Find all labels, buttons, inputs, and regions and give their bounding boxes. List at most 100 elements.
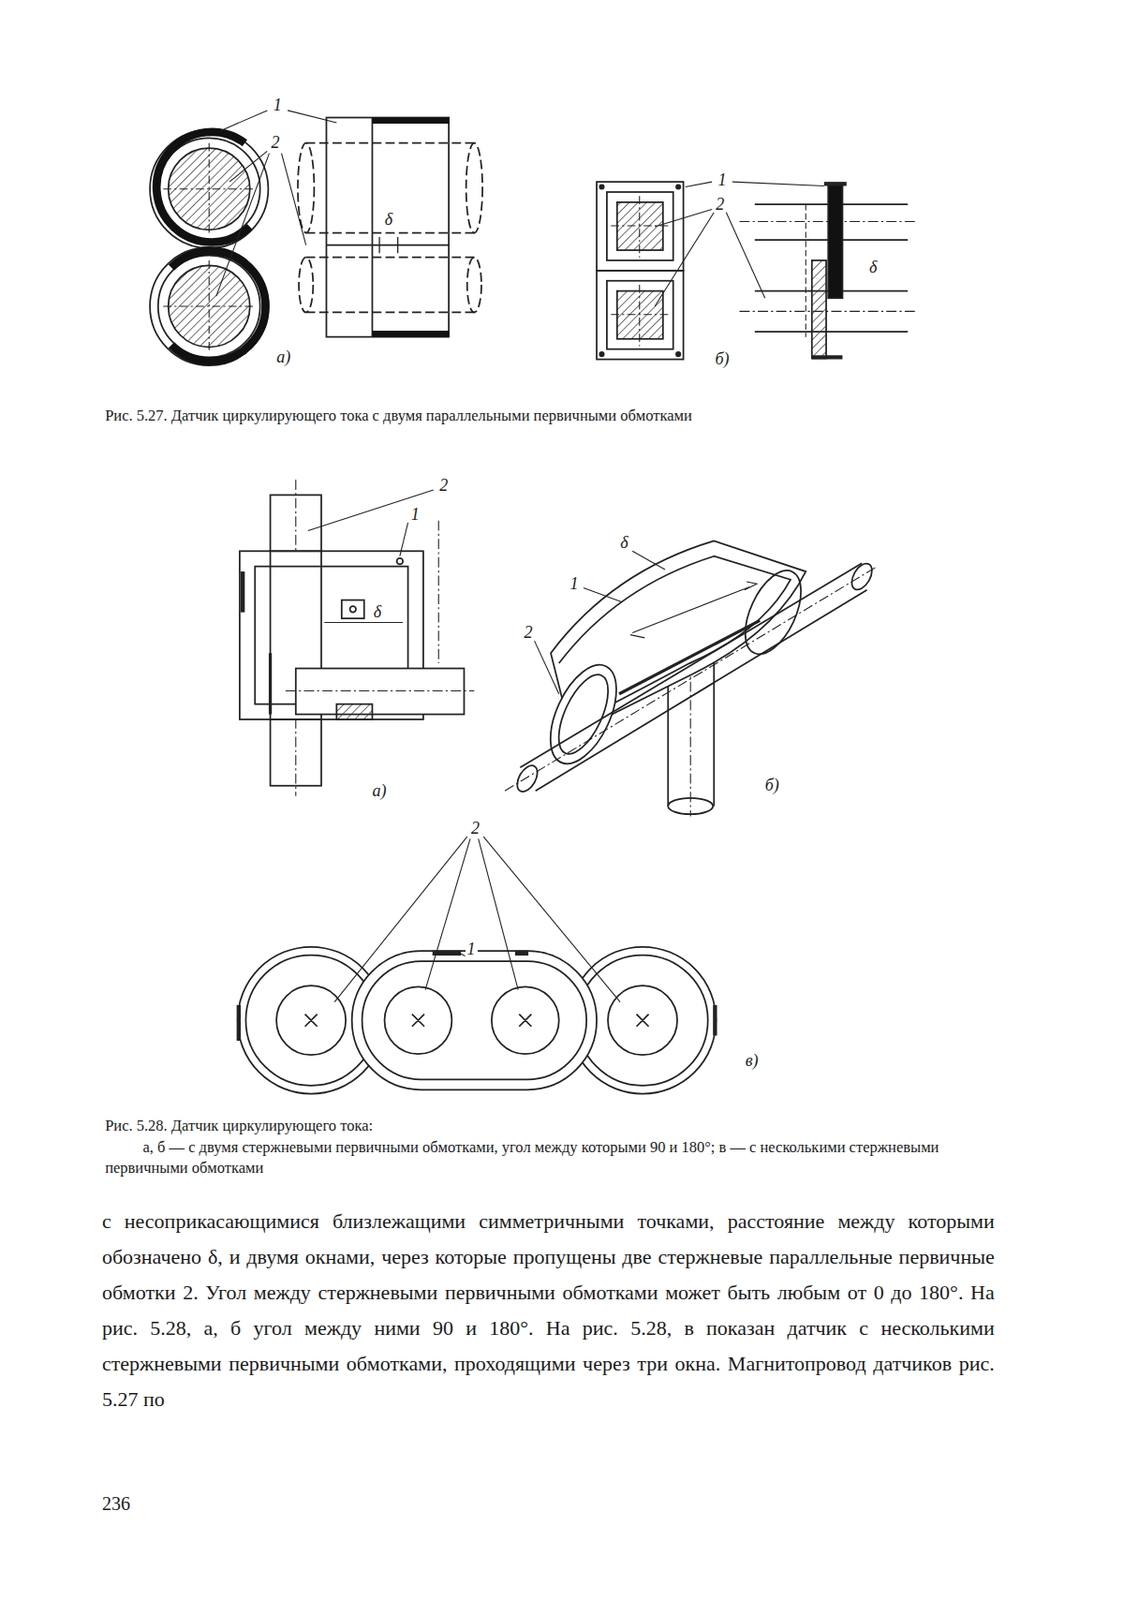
core-180-degree xyxy=(536,654,630,774)
square-core-side-view xyxy=(828,183,843,298)
core-side-view xyxy=(371,118,374,338)
square-core-section xyxy=(638,284,640,346)
leader-line xyxy=(216,153,270,296)
core-180-degree xyxy=(744,581,757,591)
gap-symbol: δ xyxy=(383,210,395,228)
square-core-side-view xyxy=(739,183,918,358)
core-180-degree xyxy=(690,663,692,816)
body-paragraph: с несоприкасающимися близлежащими симмет… xyxy=(102,1203,995,1418)
callout-number: 2 xyxy=(522,623,535,641)
leader-line xyxy=(654,209,712,228)
subfigure-letter: б) xyxy=(763,776,782,794)
core-side-view xyxy=(467,257,482,313)
callout-number: 2 xyxy=(713,195,726,213)
core-180-degree xyxy=(513,762,542,796)
square-core-section xyxy=(606,192,674,261)
square-core-side-view xyxy=(812,260,827,359)
leader-line xyxy=(281,153,307,246)
callout-number: 2 xyxy=(269,133,282,151)
core-side-view xyxy=(306,143,475,234)
core-90-degree xyxy=(239,479,474,797)
callout-number: 1 xyxy=(271,96,284,114)
round-core-section xyxy=(149,130,268,249)
core-side-view xyxy=(297,143,314,234)
square-core-section xyxy=(606,281,674,350)
square-core-section xyxy=(638,195,640,257)
leader-line xyxy=(654,212,714,307)
leader-line xyxy=(483,836,621,1002)
round-core-section xyxy=(149,247,268,366)
leader-line xyxy=(632,550,666,570)
leader-line xyxy=(229,150,267,182)
round-core-section xyxy=(149,130,268,367)
leader-line xyxy=(534,550,666,694)
square-core-section xyxy=(599,184,604,189)
core-multiple-windows xyxy=(362,961,588,1080)
core-side-view xyxy=(325,118,449,338)
subfigure-letter: в) xyxy=(743,1051,761,1069)
core-multiple-windows xyxy=(305,1014,650,1027)
core-90-degree xyxy=(336,704,372,720)
core-180-degree xyxy=(504,540,877,816)
gap-symbol: δ xyxy=(867,258,879,276)
leader-line xyxy=(534,640,560,695)
leader-line xyxy=(399,522,409,557)
callout-number: 1 xyxy=(409,505,422,523)
gap-symbol: δ xyxy=(371,603,384,621)
square-core-section xyxy=(596,181,684,359)
callout-number: 1 xyxy=(568,575,581,592)
core-90-degree xyxy=(324,621,403,623)
leader-line xyxy=(425,838,471,990)
leader-line xyxy=(287,110,337,123)
core-multiple-windows xyxy=(712,1005,717,1036)
core-90-degree xyxy=(285,690,474,692)
subfigure-letter: а) xyxy=(370,782,389,799)
core-side-view xyxy=(466,143,483,234)
core-90-degree xyxy=(268,652,272,714)
round-core-section xyxy=(208,143,210,236)
square-core-section xyxy=(596,181,684,271)
callout-number: 1 xyxy=(465,940,478,958)
square-core-side-view xyxy=(805,204,807,338)
square-core-section xyxy=(676,352,681,356)
subfigure-letter: а) xyxy=(274,348,293,366)
leader-line xyxy=(220,110,267,132)
callout-number: 1 xyxy=(715,171,728,189)
core-180-degree xyxy=(504,566,877,792)
core-side-view xyxy=(371,330,449,338)
core-multiple-windows xyxy=(237,946,717,1095)
round-core-section xyxy=(158,255,261,358)
round-core-section xyxy=(208,260,210,353)
callout-number: 2 xyxy=(437,476,450,494)
leader-line xyxy=(308,489,434,532)
leader-line xyxy=(478,838,518,990)
leader-line xyxy=(732,181,825,186)
drawing-part xyxy=(149,110,918,1095)
core-90-degree xyxy=(341,600,365,620)
round-core-section xyxy=(156,132,251,243)
core-180-degree xyxy=(847,560,876,593)
core-multiple-windows xyxy=(352,950,597,1090)
square-core-side-view xyxy=(739,310,918,312)
square-core-side-view xyxy=(824,181,847,186)
leader-line xyxy=(334,836,468,1002)
core-multiple-windows xyxy=(515,950,529,956)
core-side-view xyxy=(306,257,475,313)
core-90-degree xyxy=(350,606,357,613)
core-side-view xyxy=(397,236,399,253)
square-core-side-view xyxy=(812,354,843,359)
core-90-degree xyxy=(397,558,404,565)
figure-caption-legend: а, б — с двумя стержневыми первичными об… xyxy=(104,1137,992,1179)
callout-number: 2 xyxy=(469,819,482,837)
core-90-degree xyxy=(438,520,440,664)
leader-line xyxy=(216,110,337,296)
subfigure-letter: б) xyxy=(712,350,731,368)
leader-line xyxy=(334,836,621,1002)
square-core-section xyxy=(599,352,604,356)
leader-line xyxy=(455,950,466,956)
core-180-degree xyxy=(632,586,750,633)
leader-line xyxy=(583,588,622,603)
core-side-view xyxy=(325,244,449,247)
gap-symbol: δ xyxy=(618,533,630,551)
